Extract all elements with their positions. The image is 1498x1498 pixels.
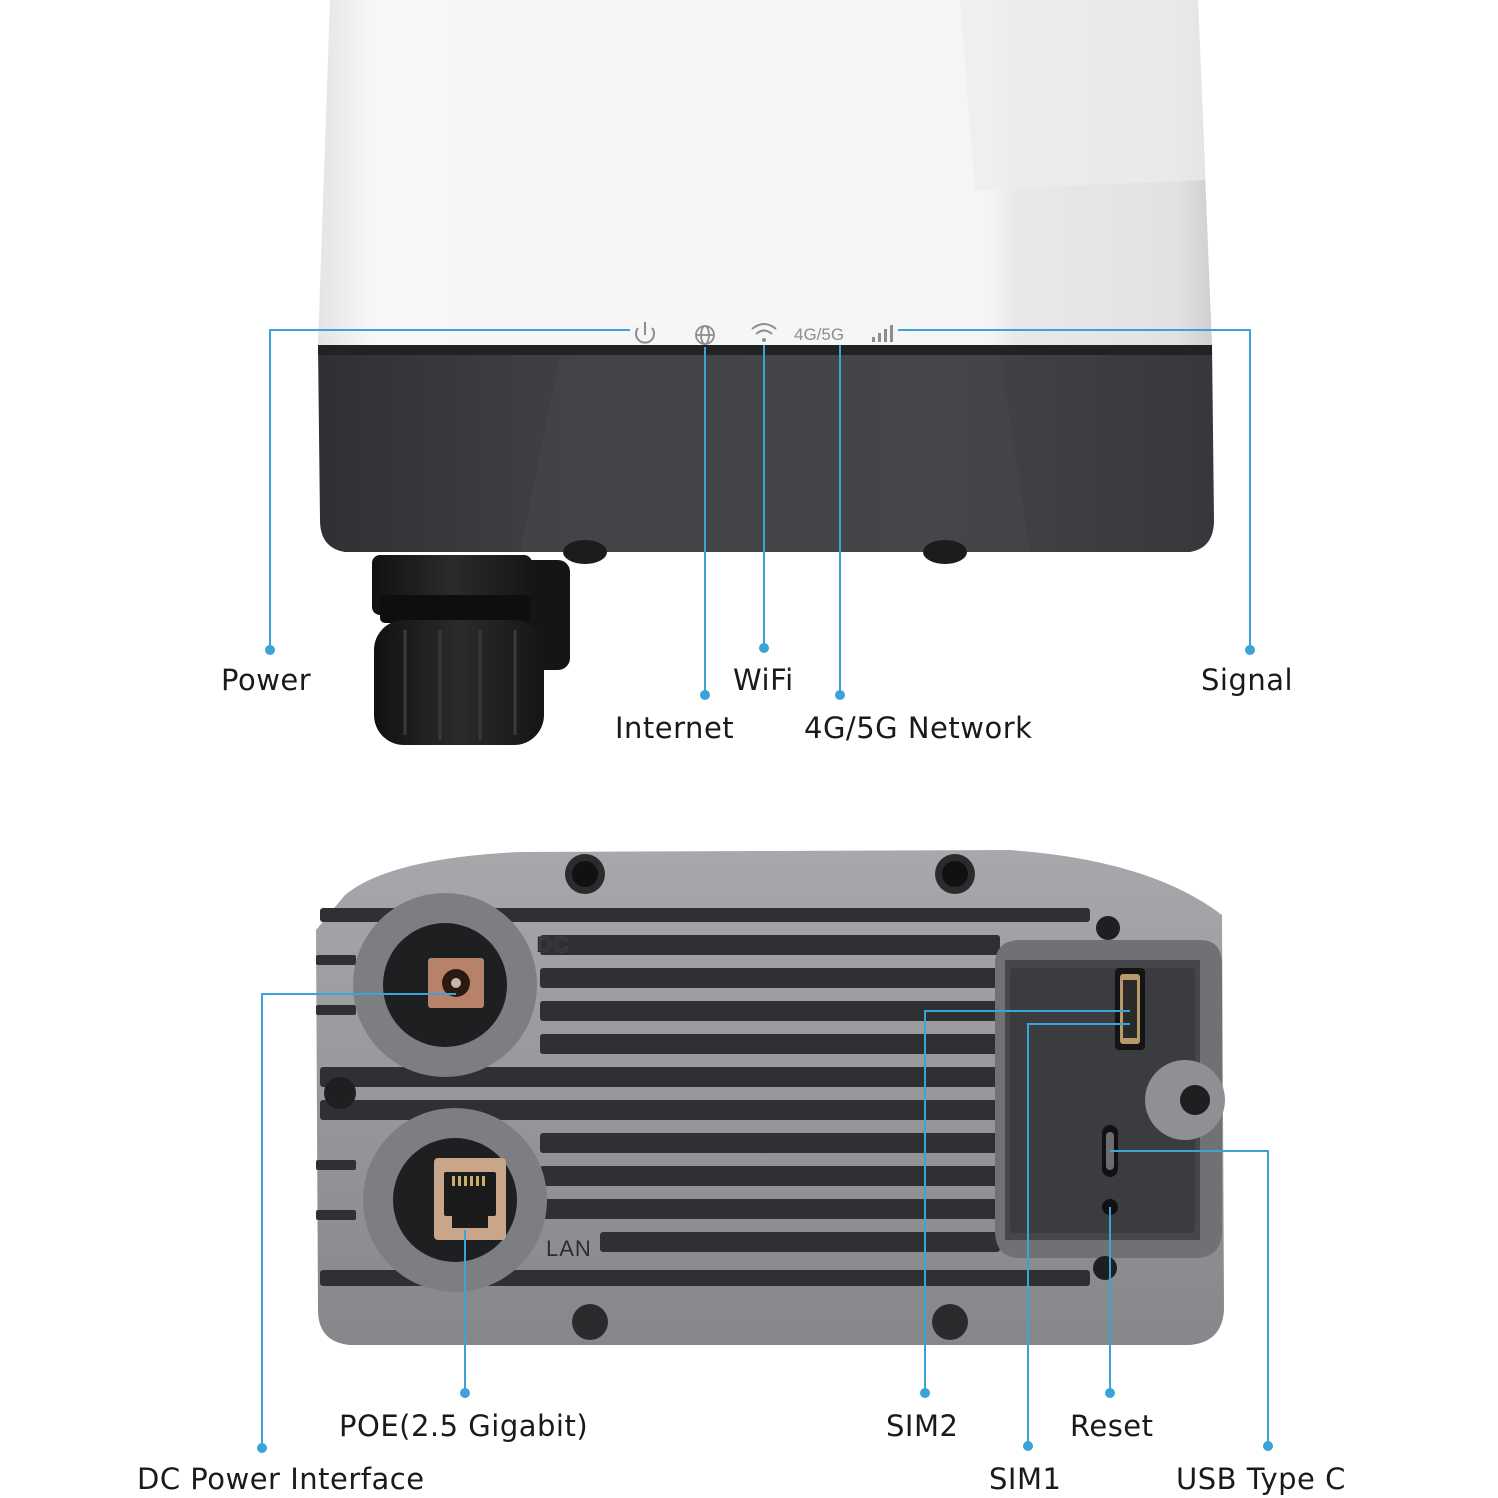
network-led-text: 4G/5G [794, 325, 845, 344]
callout-poe: POE(2.5 Gigabit) [339, 1409, 589, 1443]
callout-lines [261, 329, 1269, 1448]
callout-network: 4G/5G Network [804, 711, 1033, 745]
callout-usb-c: USB Type C [1176, 1462, 1346, 1496]
callout-dc-power: DC Power Interface [137, 1462, 425, 1496]
router-base-panel [316, 850, 1225, 1345]
signal-bars-icon [872, 325, 893, 342]
callout-reset: Reset [1070, 1409, 1154, 1443]
power-icon [635, 322, 655, 344]
cable-gland [372, 555, 570, 745]
callout-wifi: WiFi [733, 663, 794, 697]
callout-sim1: SIM1 [989, 1462, 1062, 1496]
lan-port-marking: LAN [546, 1236, 592, 1261]
callout-signal: Signal [1201, 663, 1294, 697]
callout-sim2: SIM2 [886, 1409, 959, 1443]
callout-internet: Internet [615, 711, 735, 745]
callout-power: Power [221, 663, 312, 697]
dc-port-marking: DC [536, 932, 570, 957]
wifi-icon [751, 323, 777, 342]
router-top-housing [318, 0, 1214, 564]
globe-icon [695, 325, 715, 345]
callout-dots [257, 643, 1273, 1453]
